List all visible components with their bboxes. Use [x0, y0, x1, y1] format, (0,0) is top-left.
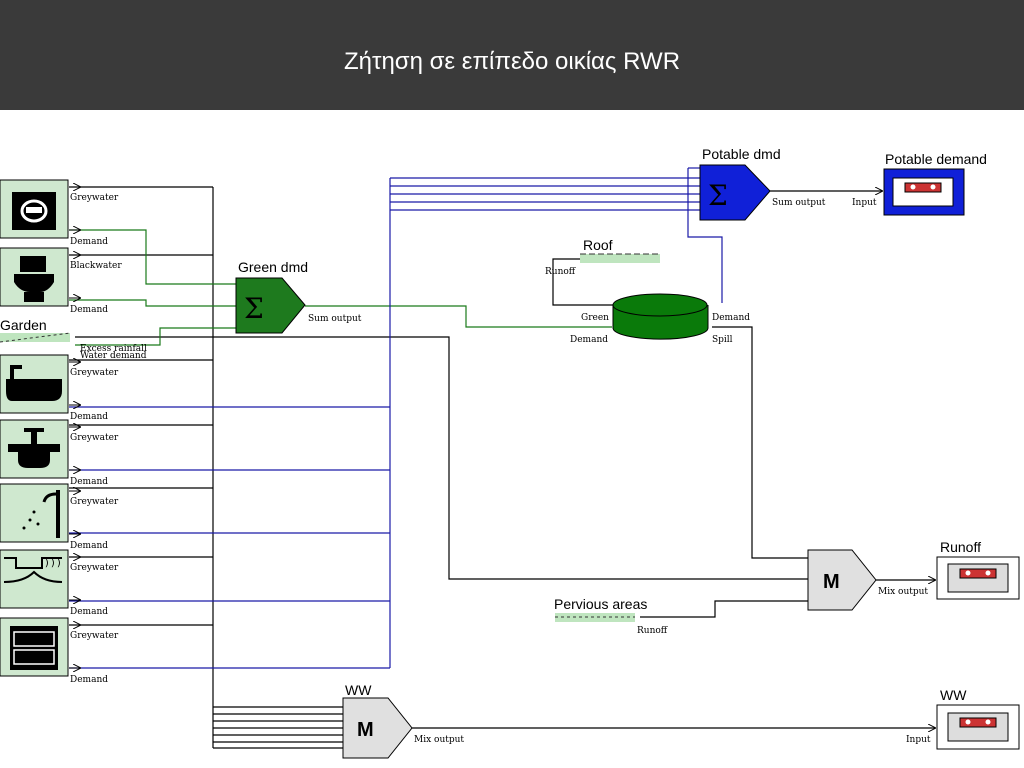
garden-hatch: [0, 333, 70, 342]
tank-port-spill: Spill: [712, 335, 733, 345]
potable-dmd-label: Potable dmd: [702, 146, 781, 162]
appliance-port-demand: Demand: [70, 607, 108, 617]
diagram-svg: GreywaterDemandBlackwaterDemandGreywater…: [0, 146, 1020, 759]
roof-label: Roof: [583, 237, 613, 253]
ww-mixer-port: Mix output: [414, 735, 464, 745]
pervious-label: Pervious areas: [554, 596, 647, 612]
potable-demand-port: Input: [852, 198, 877, 208]
garden-label: Garden: [0, 317, 47, 333]
runoff-mixer-node[interactable]: M Mix output: [807, 549, 928, 611]
appliance-port-demand: Demand: [70, 305, 108, 315]
runoff-sink-label: Runoff: [940, 539, 981, 555]
green-dmd-symbol: Σ: [244, 292, 264, 325]
ww-mixer-node[interactable]: WW M Mix output: [342, 682, 464, 759]
washing-machine-icon: ))): [3, 557, 62, 583]
appliance-box: [0, 549, 69, 609]
runoff-mixer-symbol: M: [823, 571, 840, 593]
ww-mixer-label: WW: [345, 682, 372, 698]
ww-sink-port: Input: [906, 735, 931, 745]
shower-icon: [22, 490, 60, 538]
potable-demand-sink[interactable]: Potable demand Input: [852, 151, 987, 216]
wires: [69, 167, 935, 749]
tank-node[interactable]: Green Demand Demand Spill: [570, 293, 750, 345]
svg-text:))): ))): [44, 558, 62, 569]
appliance-port-out: Greywater: [70, 193, 119, 203]
appliance-column: GreywaterDemandBlackwaterDemandGreywater…: [0, 179, 122, 685]
appliance-port-demand: Demand: [70, 477, 108, 487]
appliance-port-demand: Demand: [70, 412, 108, 422]
toilet-icon: [14, 256, 54, 302]
roof-port: Runoff: [545, 267, 576, 277]
appliance-port-out: Greywater: [70, 433, 119, 443]
roof-block: Roof Runoff: [545, 237, 660, 277]
green-dmd-label: Green dmd: [238, 259, 308, 275]
tank-port-green: Green: [581, 313, 609, 323]
cassette-icon: [947, 712, 1009, 742]
appliance-port-out: Greywater: [70, 368, 119, 378]
bathtub-icon: [6, 365, 62, 401]
garden-port-demand: Water demand: [80, 351, 147, 361]
appliance-port-demand: Demand: [70, 237, 108, 247]
green-dmd-node[interactable]: Green dmd Σ Sum output: [235, 259, 362, 334]
tank-port-demand-out: Demand: [712, 313, 750, 323]
potable-dmd-port: Sum output: [772, 198, 826, 208]
sink-icon: [8, 428, 60, 468]
cassette-icon: [947, 563, 1009, 593]
tank-port-demand-in: Demand: [570, 335, 608, 345]
pervious-port: Runoff: [637, 626, 668, 636]
dishwasher-icon: [10, 626, 58, 670]
slide-header: Ζήτηση σε επίπεδο οικίας RWR: [0, 0, 1024, 110]
ww-mixer-symbol: M: [357, 719, 374, 741]
potable-dmd-node[interactable]: Potable dmd Σ Sum output: [699, 146, 826, 221]
appliance-port-out: Greywater: [70, 563, 119, 573]
toilet-lid-icon: [12, 192, 56, 230]
potable-dmd-symbol: Σ: [708, 179, 728, 212]
garden-port-excess: Excess rainfall: [80, 344, 147, 354]
green-dmd-port: Sum output: [308, 314, 362, 324]
appliance-port-demand: Demand: [70, 541, 108, 551]
cassette-icon: [892, 177, 954, 207]
appliance-port-out: Greywater: [70, 631, 119, 641]
garden-block: Garden Excess rainfall Water demand: [0, 317, 147, 361]
runoff-sink[interactable]: Runoff: [936, 539, 1020, 600]
appliance-port-demand: Demand: [70, 675, 108, 685]
appliance-port-out: Greywater: [70, 497, 119, 507]
appliance-port-out: Blackwater: [70, 261, 122, 271]
potable-demand-label: Potable demand: [885, 151, 987, 167]
runoff-mixer-port: Mix output: [878, 587, 928, 597]
ww-sink-label: WW: [940, 687, 967, 703]
header-title: Ζήτηση σε επίπεδο οικίας RWR: [343, 48, 681, 75]
pervious-block: Pervious areas Runoff: [554, 596, 668, 636]
ww-sink[interactable]: WW Input: [906, 687, 1020, 750]
